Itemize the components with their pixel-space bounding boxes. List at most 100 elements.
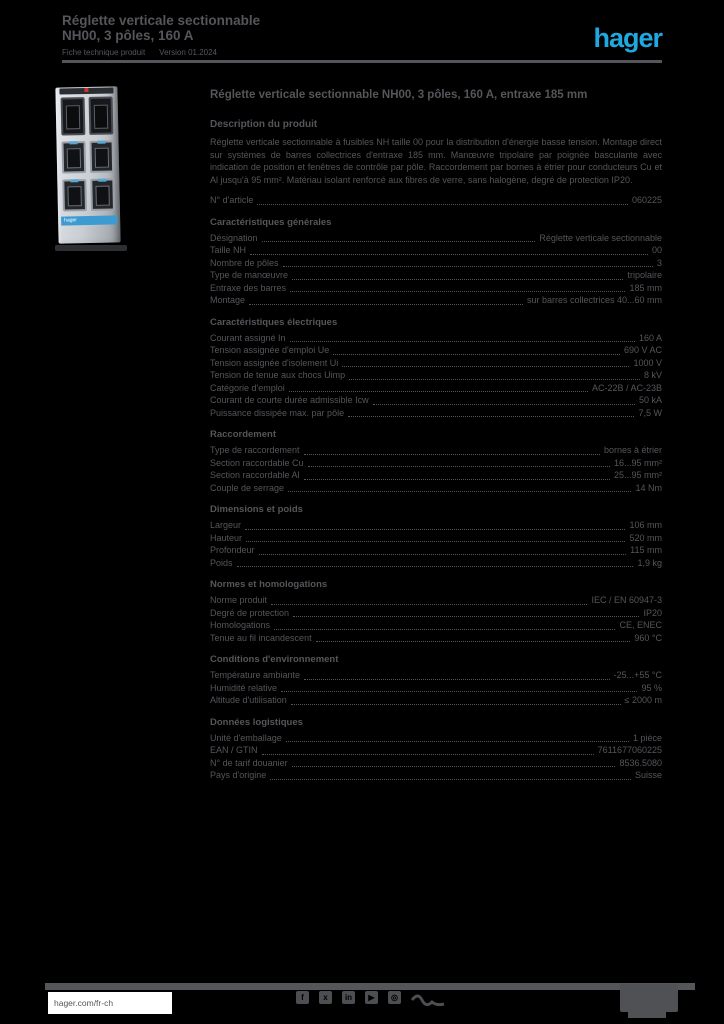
spec-value: 8536.5080: [619, 757, 662, 768]
dot-leader: [293, 616, 640, 617]
spec-value: CE, ENEC: [619, 620, 662, 630]
spec-row: EAN / GTIN 7611677060225: [210, 744, 662, 757]
spec-label: Puissance dissipée max. par pôle: [210, 407, 345, 418]
spec-label: Hauteur: [210, 532, 243, 543]
spec-label: EAN / GTIN: [210, 745, 258, 755]
section-heading: Conditions d'environnement: [210, 654, 339, 665]
spec-label: N° de tarif douanier: [210, 757, 288, 768]
spec-label: Homologations: [210, 620, 271, 630]
product-title: Réglette verticale sectionnable NH00, 3 …: [210, 89, 588, 101]
dot-leader: [288, 491, 632, 492]
header-title-line2: NH00, 3 pôles, 160 A: [62, 28, 194, 43]
spec-value: 185 mm: [629, 282, 662, 293]
spec-label: Poids: [210, 557, 233, 568]
section-heading: Caractéristiques électriques: [210, 316, 338, 328]
header: Réglette verticale sectionnable NH00, 3 …: [62, 13, 663, 57]
spec-label: Degré de protection: [210, 607, 290, 618]
spec-value: IP20: [643, 607, 662, 618]
spec-value: 14 Nm: [635, 482, 662, 493]
dot-leader: [261, 241, 536, 242]
instagram-icon[interactable]: ◎: [388, 990, 401, 1004]
spec-row: Homologations CE, ENEC: [210, 619, 662, 632]
spec-value: 106 mm: [629, 520, 662, 530]
dot-leader: [288, 391, 588, 392]
spec-label: Désignation: [210, 232, 258, 243]
youtube-icon[interactable]: ▶: [365, 990, 378, 1004]
dot-leader: [333, 353, 620, 355]
spec-value: ≤ 2000 m: [624, 695, 662, 705]
dot-leader: [303, 453, 600, 455]
spec-value: 3: [656, 257, 662, 268]
dot-leader: [307, 466, 610, 467]
fuse-window: [88, 96, 114, 135]
x-twitter-icon[interactable]: x: [319, 990, 332, 1004]
spec-label: Tenue au fil incandescent: [210, 632, 312, 643]
spec-label: Section raccordable Al: [210, 470, 300, 480]
spec-row: Température ambiante-25...+55 °C: [210, 669, 662, 682]
doc-version-label: Version 01.2024: [159, 48, 217, 57]
spec-value: 7611677060225: [597, 745, 662, 755]
dot-leader: [261, 753, 594, 755]
dot-leader: [348, 416, 635, 417]
dot-leader: [372, 403, 635, 405]
spec-value: 00: [651, 245, 662, 255]
spec-label: Tension assignée d'isolement Ui: [210, 357, 339, 368]
linkedin-icon[interactable]: in: [342, 990, 355, 1004]
website-link[interactable]: hager.com/fr-ch: [48, 992, 172, 1014]
section-heading: Caractéristiques générales: [210, 216, 332, 228]
spec-label: Profondeur: [210, 545, 255, 555]
fuse-window: [61, 141, 87, 174]
footer-divider: [45, 983, 695, 990]
spec-label: Entraxe des barres: [210, 282, 287, 293]
description-heading: Description du produit: [210, 119, 318, 130]
main-content: Réglette verticale sectionnable NH00, 3 …: [210, 88, 662, 782]
spec-value: sur barres collectrices 40...60 mm: [526, 295, 662, 305]
signature-mark: [411, 994, 445, 1007]
header-divider: [62, 60, 662, 63]
reference-value: 060225: [631, 195, 662, 205]
spec-row: Degré de protection IP20: [210, 607, 662, 620]
dot-leader: [250, 253, 648, 255]
spec-row: N° de tarif douanier 8536.5080: [210, 757, 662, 770]
dot-leader: [291, 766, 616, 767]
dot-leader: [281, 691, 638, 692]
dot-leader: [274, 628, 616, 630]
hager-logo: hager: [593, 23, 663, 53]
dot-leader: [315, 641, 631, 642]
section-heading: Dimensions et poids: [210, 504, 303, 515]
spec-row: Tension assignée d'isolement Ui 1000 V: [210, 357, 662, 370]
fuse-window: [60, 97, 86, 136]
spec-label: Humidité relative: [210, 682, 278, 693]
dot-leader: [249, 303, 523, 305]
spec-value: 7,5 W: [638, 407, 662, 418]
spec-label: Type de raccordement: [210, 445, 300, 455]
fuse-window: [89, 140, 115, 173]
spec-label: Catégorie d'emploi: [210, 382, 285, 393]
dot-leader: [304, 678, 610, 680]
spec-row: Hauteur 520 mm: [210, 532, 662, 545]
fuse-window: [62, 179, 87, 212]
spec-value: 1000 V: [633, 357, 662, 368]
facebook-icon[interactable]: f: [296, 990, 309, 1004]
spec-label: Courant de courte durée admissible Icw: [210, 395, 369, 405]
spec-value: 520 mm: [629, 532, 662, 543]
product-photo: hager: [55, 84, 131, 254]
reference-row: N° d'article 060225: [210, 194, 662, 207]
